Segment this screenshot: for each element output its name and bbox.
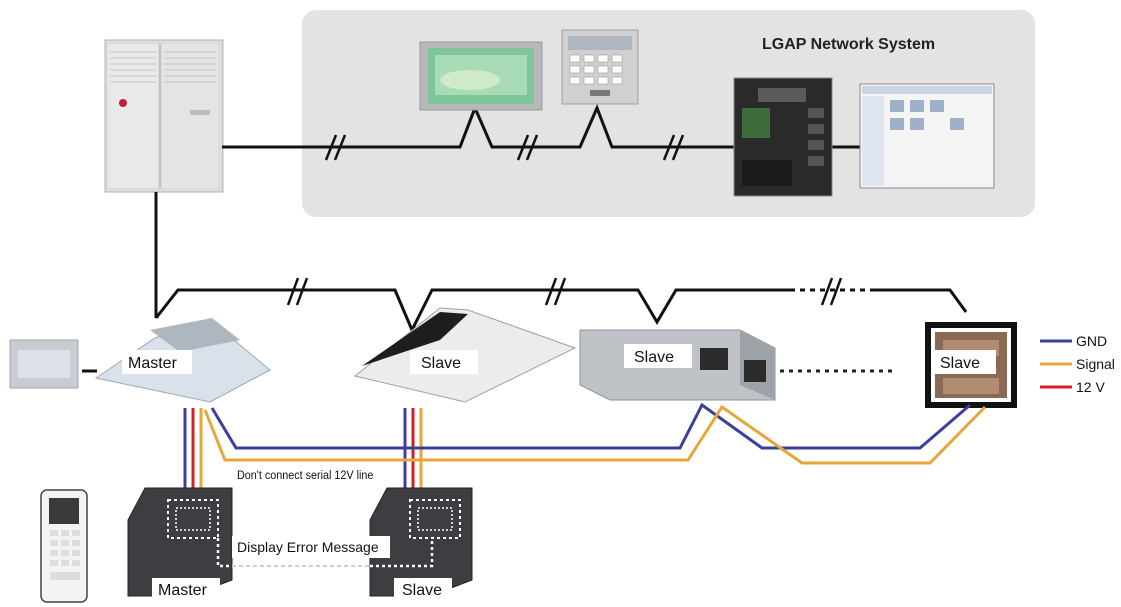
slave-duct-unit: Slave	[579, 329, 776, 401]
slave-controller-wiring	[403, 408, 423, 500]
slave-controller-label: Slave	[402, 582, 442, 599]
slave-duct-label: Slave	[634, 349, 674, 366]
error-message-text: Display Error Message	[237, 539, 379, 555]
pc-monitor-icon	[859, 83, 995, 189]
signal-bus	[203, 404, 987, 465]
master-indoor-unit: Master	[94, 318, 271, 403]
gateway-icon	[733, 77, 833, 197]
legend-gnd-label: GND	[1076, 333, 1107, 349]
serial-warning-text: Don't connect serial 12V line	[237, 470, 373, 483]
keypad-icon	[561, 29, 639, 105]
slave-cassette-label: Slave	[421, 355, 461, 372]
network-title: LGAP Network System	[762, 36, 935, 53]
error-message-bg	[232, 536, 390, 558]
indoor-chain-line	[154, 288, 968, 334]
remote-control-icon	[40, 489, 88, 603]
outdoor-unit-icon	[104, 39, 224, 193]
chain-break-marks	[286, 277, 843, 306]
master-controller-wiring	[183, 408, 203, 500]
ir-receiver-icon	[9, 339, 79, 389]
legend-12v-label: 12 V	[1076, 379, 1105, 395]
slave-cassette-unit: Slave	[353, 307, 577, 403]
master-controller-label: Master	[158, 582, 208, 599]
network-line	[222, 104, 860, 149]
legend-signal-label: Signal	[1076, 356, 1115, 372]
master-indoor-label: Master	[128, 355, 178, 372]
line-break-marks	[324, 134, 685, 161]
slave-wall-label: Slave	[940, 355, 980, 372]
gnd-bus	[210, 402, 971, 450]
touch-screen-icon	[419, 41, 543, 111]
master-controller: Master	[127, 487, 233, 600]
slave-wall-unit: Slave	[925, 322, 1017, 408]
slave-controller: Slave	[369, 487, 473, 600]
legend: GND Signal 12 V	[1040, 333, 1115, 395]
